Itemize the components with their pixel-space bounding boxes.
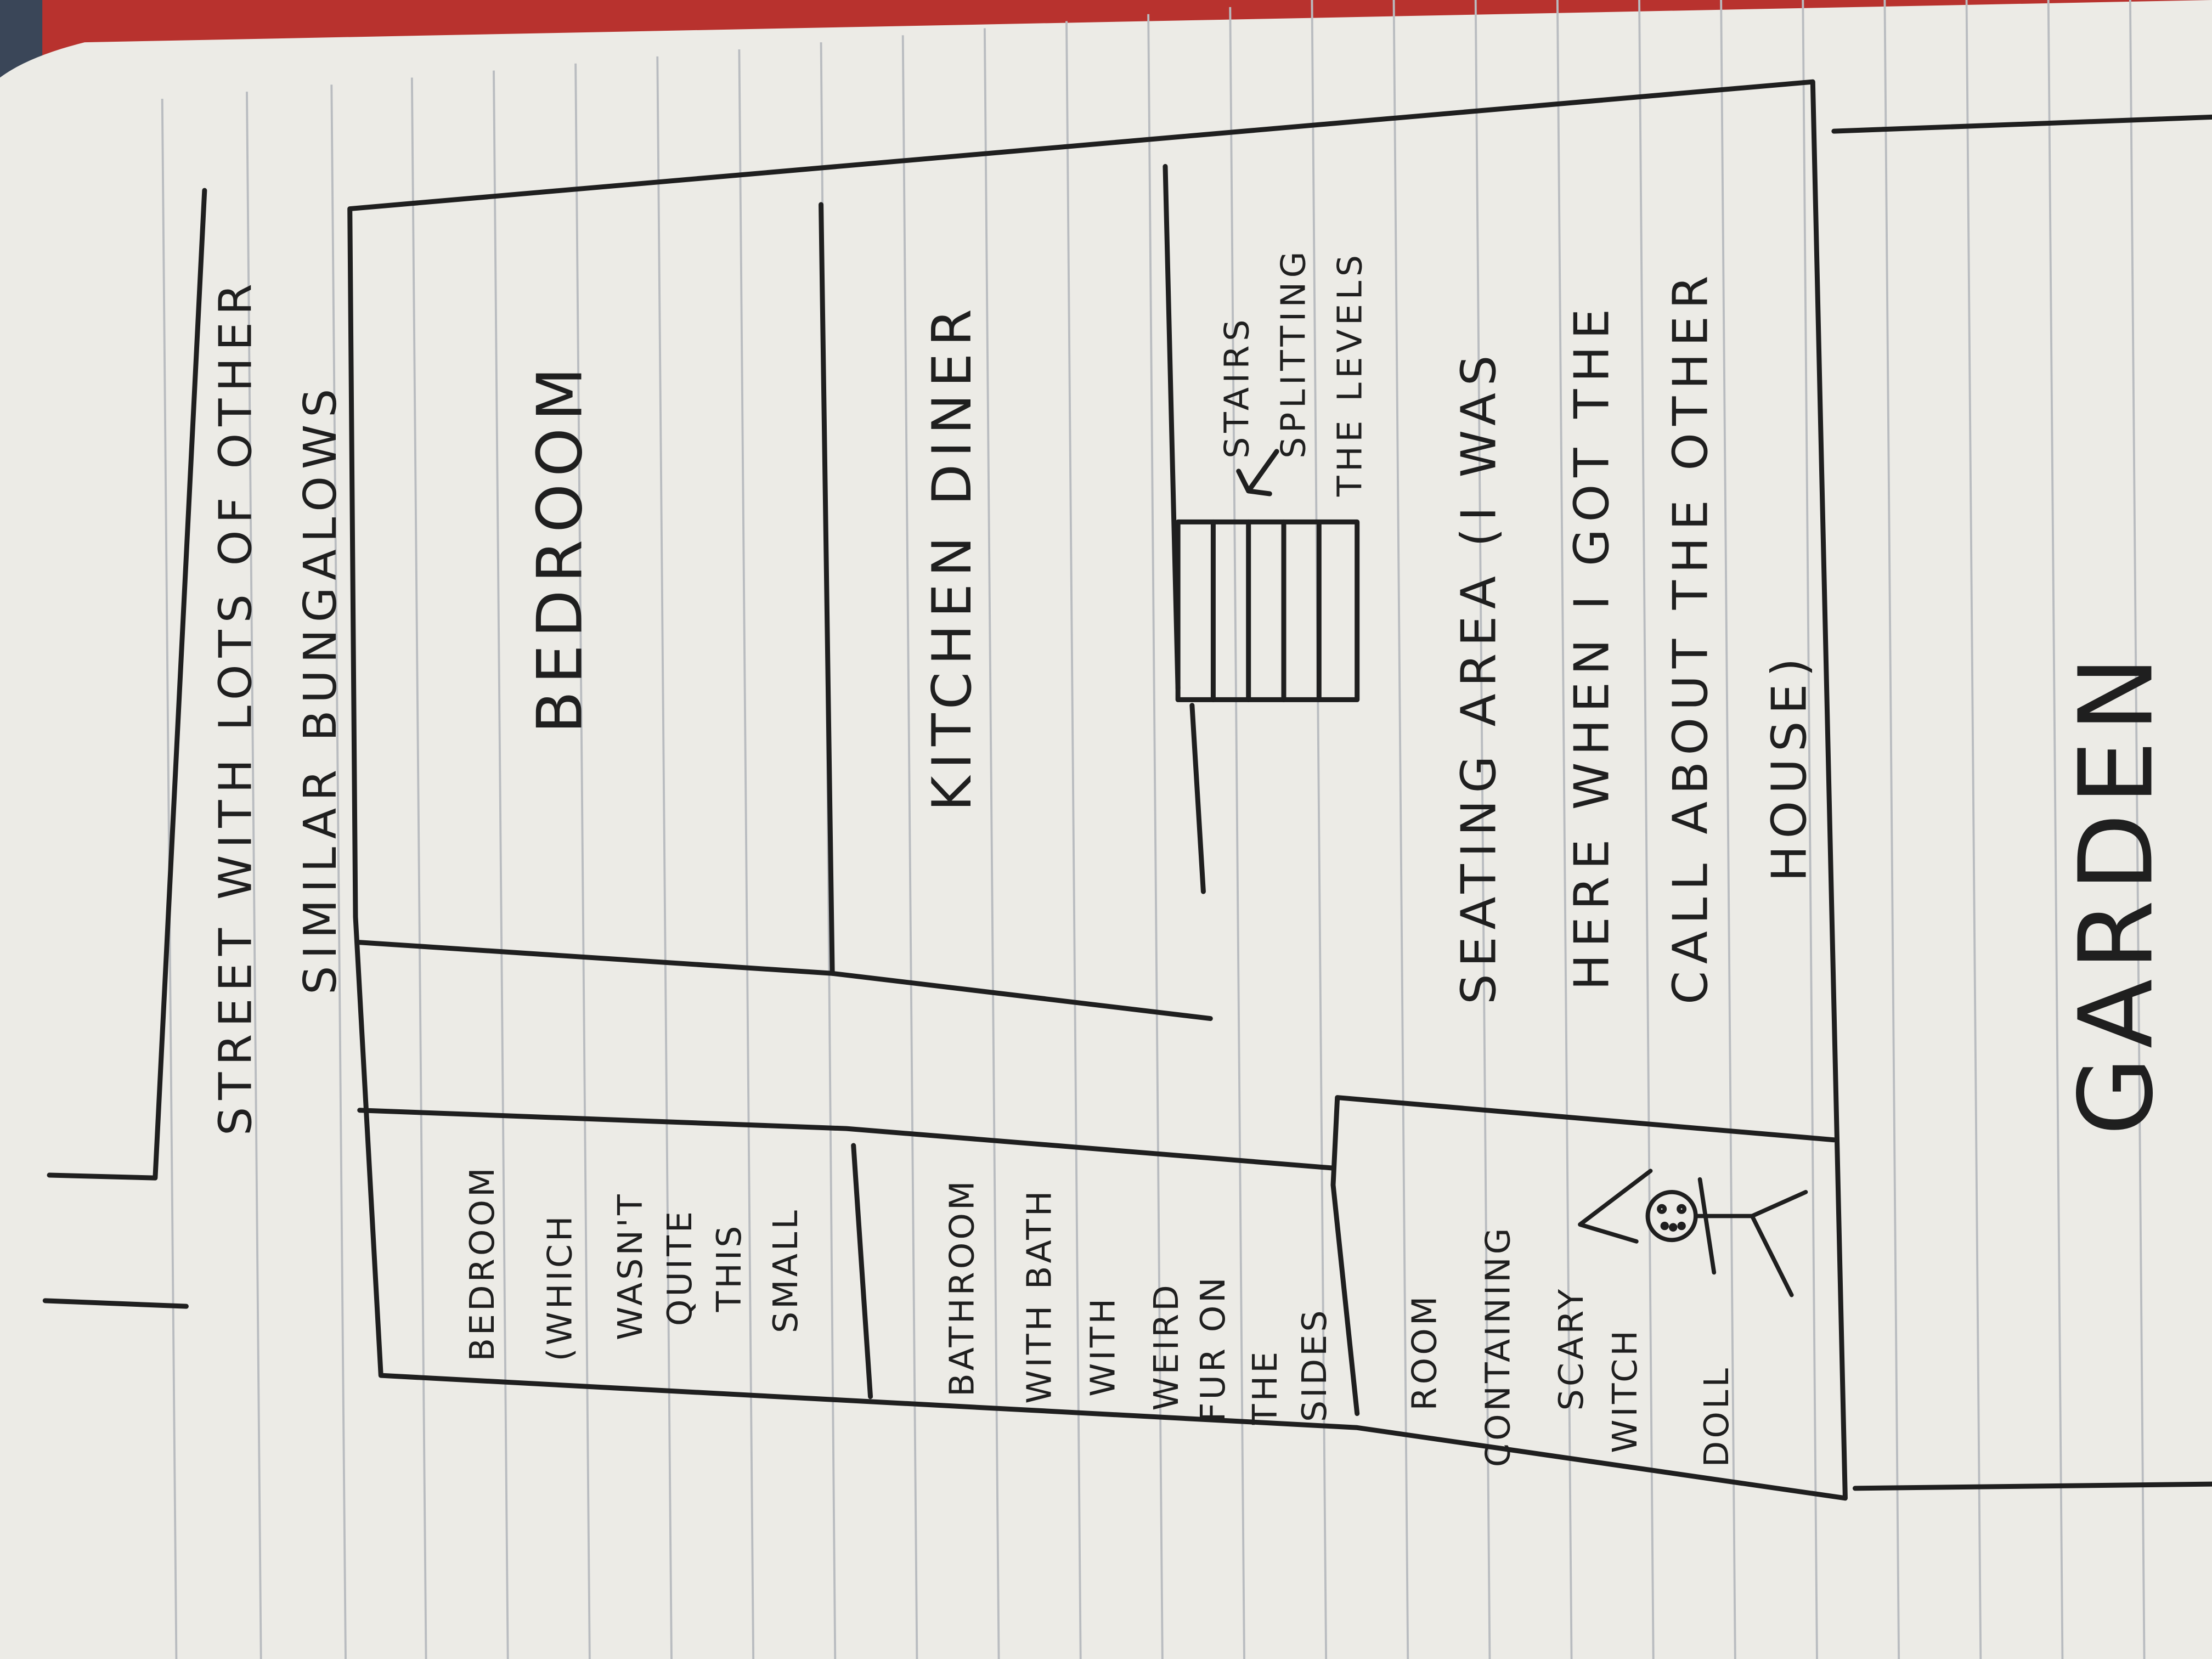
wall-corridor-bottom [357, 1108, 1336, 1171]
bathroom-line2: WITH BATH [1020, 1188, 1059, 1404]
seating-label-line4: HOUSE) [1761, 651, 1817, 882]
bedroom-small-line3: WASN'T [611, 1192, 650, 1340]
bedroom-small-line4: QUITE [660, 1209, 699, 1326]
witch-room-line2: CONTAINING [1478, 1225, 1517, 1467]
bedroom-small-line2: (WHICH [540, 1213, 579, 1361]
bathroom-line3: WITH [1083, 1296, 1122, 1397]
witch-doll-icon [1578, 1169, 1808, 1297]
bathroom-line7: SIDES [1295, 1307, 1334, 1422]
garden-label: GARDEN [2057, 648, 2175, 1136]
garden-boundary-bottom [1852, 1481, 2212, 1491]
floor-plan-drawing [42, 79, 2212, 1501]
wall-witch-room [1330, 1095, 1837, 1417]
witch-room-line3: SCARY [1551, 1286, 1591, 1411]
street-label-line1: STREET WITH LOTS OF OTHER [210, 276, 262, 1136]
seating-label-line1: SEATING AREA (I WAS [1451, 348, 1507, 1005]
stairs-arrow-icon [1236, 449, 1279, 496]
street-line [47, 188, 207, 1181]
wall-corridor-top [357, 940, 1213, 1022]
witch-room-line5: DOLL [1697, 1365, 1736, 1467]
bathroom-line5: FUR ON [1193, 1274, 1233, 1422]
stairs-label-line2: SPLITTING [1274, 247, 1313, 459]
stairs [1175, 519, 1360, 702]
street-label-line2: SIMILAR BUNGALOWS [295, 382, 347, 995]
stairs-label-line3: THE LEVELS [1330, 251, 1369, 497]
bedroom-small-line1: BEDROOM [462, 1165, 502, 1361]
bedroom-main-label: BEDROOM [523, 360, 596, 733]
wall-bedroom-bathroom [851, 1143, 873, 1400]
kitchen-label: KITCHEN DINER [921, 302, 984, 811]
bathroom-line1: BATHROOM [942, 1178, 981, 1396]
witch-room-line1: ROOM [1405, 1294, 1444, 1411]
stairs-label-line1: STAIRS [1217, 315, 1257, 459]
seating-label-line3: CALL ABOUT THE OTHER [1662, 269, 1718, 1005]
wall-stairs-lower [1189, 703, 1206, 894]
bedroom-small-line5: THIS [709, 1223, 749, 1312]
bathroom-line6: THE [1245, 1349, 1285, 1426]
bathroom-line4: WEIRD [1147, 1282, 1186, 1410]
bedroom-small-line6: SMALL [766, 1207, 805, 1333]
wall-bedroom-kitchen [819, 202, 835, 976]
seating-label-line2: HERE WHEN I GOT THE [1564, 302, 1620, 990]
garden-boundary-top [1831, 114, 2212, 134]
street-tick [42, 1298, 189, 1309]
witch-room-line4: WITCH [1605, 1328, 1645, 1453]
house-outer-wall [347, 79, 1848, 1501]
